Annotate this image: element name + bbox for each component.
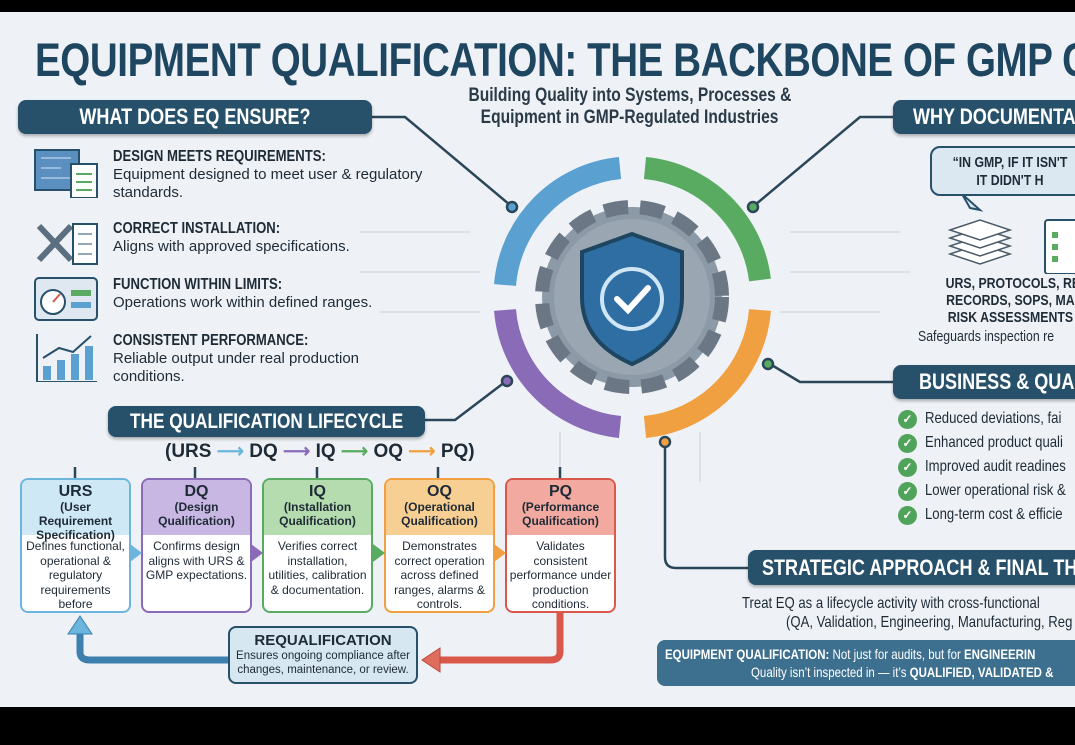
infographic: EQUIPMENT QUALIFICATION: THE BACKBONE OF…	[0, 12, 1075, 707]
documentation-heading: WHY DOCUMENTA	[893, 100, 1075, 134]
quote-bubble: “IN GMP, IF IT ISN'T IT DIDN'T H	[930, 146, 1075, 196]
benefit-item: ✓Long-term cost & efficie	[898, 504, 1075, 526]
benefit-item: ✓Reduced deviations, fai	[898, 408, 1075, 430]
stage-dq: DQ(Design Qualification)Confirms design …	[141, 478, 252, 613]
stage-oq: OQ(Operational Qualification)Demonstrate…	[384, 478, 495, 613]
checklist-icon	[1044, 219, 1075, 274]
arrow-right-icon	[130, 544, 142, 562]
gear-shield-icon	[535, 200, 729, 394]
check-icon: ✓	[898, 481, 917, 501]
documents-icons	[947, 194, 1075, 274]
arrow-right-icon	[251, 544, 263, 562]
ensure-item: FUNCTION WITHIN LIMITS: Operations work …	[33, 276, 373, 336]
subtitle: Building Quality into Systems, Processes…	[468, 85, 792, 128]
tools-icon	[36, 223, 98, 265]
stage-iq: IQ(Installation Qualification)Verifies c…	[262, 478, 373, 613]
ensure-item: CORRECT INSTALLATION: Aligns with approv…	[33, 220, 373, 280]
ensure-item: DESIGN MEETS REQUIREMENTS: Equipment des…	[33, 148, 422, 208]
final-banner: EQUIPMENT QUALIFICATION: Not just for au…	[657, 640, 1075, 686]
benefit-item: ✓Improved audit readines	[898, 456, 1075, 478]
requalification-box: REQUALIFICATION Ensures ongoing complian…	[228, 626, 418, 684]
growth-chart-icon	[36, 334, 97, 382]
check-icon: ✓	[898, 505, 917, 525]
stage-urs: URS(User Requirement Specification)Defin…	[20, 478, 131, 613]
check-icon: ✓	[898, 433, 917, 453]
arrow-right-icon	[494, 544, 506, 562]
stage-pq: PQ(Performance Qualification)Validates c…	[505, 478, 616, 613]
blueprint-icon	[34, 149, 98, 198]
ensure-item: CONSISTENT PERFORMANCE: Reliable output …	[33, 332, 373, 392]
connector-lines	[67, 115, 910, 673]
documentation-note: Safeguards inspection re	[918, 328, 1055, 345]
business-heading: BUSINESS & QUA	[893, 365, 1075, 399]
lifecycle-heading: THE QUALIFICATION LIFECYCLE	[108, 406, 425, 437]
strategy-text: Treat EQ as a lifecycle activity with cr…	[742, 595, 1073, 631]
strategy-heading: STRATEGIC APPROACH & FINAL TH	[748, 550, 1075, 585]
check-icon: ✓	[898, 457, 917, 477]
page-title: EQUIPMENT QUALIFICATION: THE BACKBONE OF…	[35, 33, 1075, 86]
benefit-item: ✓Lower operational risk &	[898, 480, 1075, 502]
lifecycle-sequence: (URS ⟶ DQ ⟶ IQ ⟶ OQ ⟶ PQ)	[165, 441, 475, 462]
gauge-panel-icon	[34, 277, 98, 321]
arrow-right-icon	[373, 544, 385, 562]
benefit-item: ✓Enhanced product quali	[898, 432, 1075, 454]
documentation-list: URS, PROTOCOLS, REP RECORDS, SOPS, MA RI…	[945, 275, 1075, 326]
check-icon: ✓	[898, 409, 917, 429]
ensure-heading: WHAT DOES EQ ENSURE?	[18, 100, 372, 134]
document-stack-icon	[947, 219, 1013, 265]
